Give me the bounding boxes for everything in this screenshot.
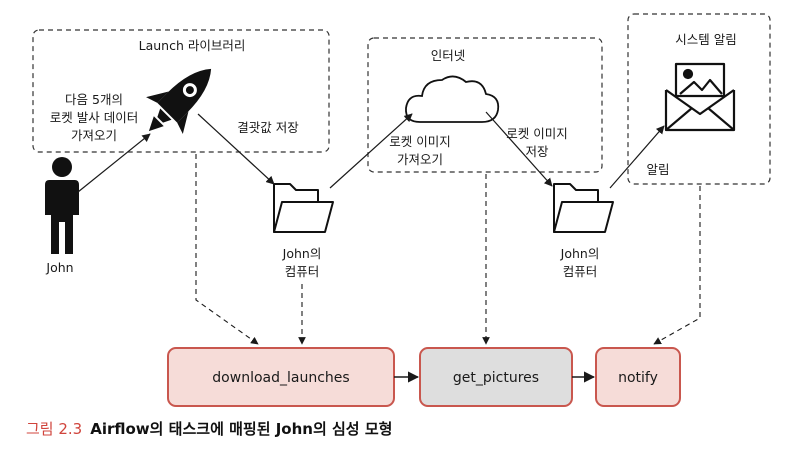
figure-caption: 그림 2.3 Airflow의 태스크에 매핑된 John의 심성 모형 <box>26 418 392 439</box>
email-image-icon <box>664 62 736 132</box>
figure-title: Airflow의 태스크에 매핑된 John의 심성 모형 <box>90 420 393 438</box>
computer-label-2b: 컴퓨터 <box>563 264 598 279</box>
arrow-john-to-launch <box>77 133 151 193</box>
task-label-get-pictures: get_pictures <box>453 370 539 386</box>
computer-label-1b: 컴퓨터 <box>285 264 320 279</box>
arrow-computer-to-internet <box>329 113 413 189</box>
folder-icon <box>273 183 334 233</box>
folder-icon <box>553 183 614 233</box>
internet-box <box>367 37 603 173</box>
person-icon <box>45 157 79 254</box>
figure-number: 그림 2.3 <box>26 420 83 438</box>
computer-label-1: John의 <box>282 246 322 261</box>
task-label-notify: notify <box>618 370 658 386</box>
edge-label-fetch-images-1: 로켓 이미지 <box>389 134 450 149</box>
system-alarm-title: 시스템 알림 <box>675 32 736 47</box>
computer-label-2: John의 <box>560 246 600 261</box>
john-label: John <box>45 260 73 275</box>
edge-label-fetch-images-2: 가져오기 <box>397 152 443 167</box>
task-notify <box>595 347 681 407</box>
edge-label-notify: 알림 <box>646 162 669 177</box>
edge-label-fetch-launch-2: 로켓 발사 데이터 <box>50 110 138 125</box>
map-alarm-to-notify <box>653 186 701 345</box>
arrow-computer-to-alarm <box>609 125 665 189</box>
system-alarm-box <box>627 13 771 185</box>
edge-label-save-result: 결괏값 저장 <box>237 120 299 135</box>
launch-library-box <box>32 29 330 153</box>
task-label-download-launches: download_launches <box>212 370 349 386</box>
launch-library-title: Launch 라이브러리 <box>139 38 246 53</box>
rocket-icon <box>146 68 212 134</box>
edge-label-fetch-launch-1: 다음 5개의 <box>65 92 123 107</box>
arrow-launch-to-computer <box>197 113 275 185</box>
internet-title: 인터넷 <box>431 48 466 63</box>
cloud-icon <box>405 75 500 123</box>
edge-label-save-images-2: 저장 <box>525 144 549 159</box>
edge-label-save-images-1: 로켓 이미지 <box>506 126 567 141</box>
map-launch-to-download <box>195 154 259 345</box>
arrow-internet-to-computer <box>485 111 553 187</box>
edge-label-fetch-launch-3: 가져오기 <box>71 128 117 143</box>
